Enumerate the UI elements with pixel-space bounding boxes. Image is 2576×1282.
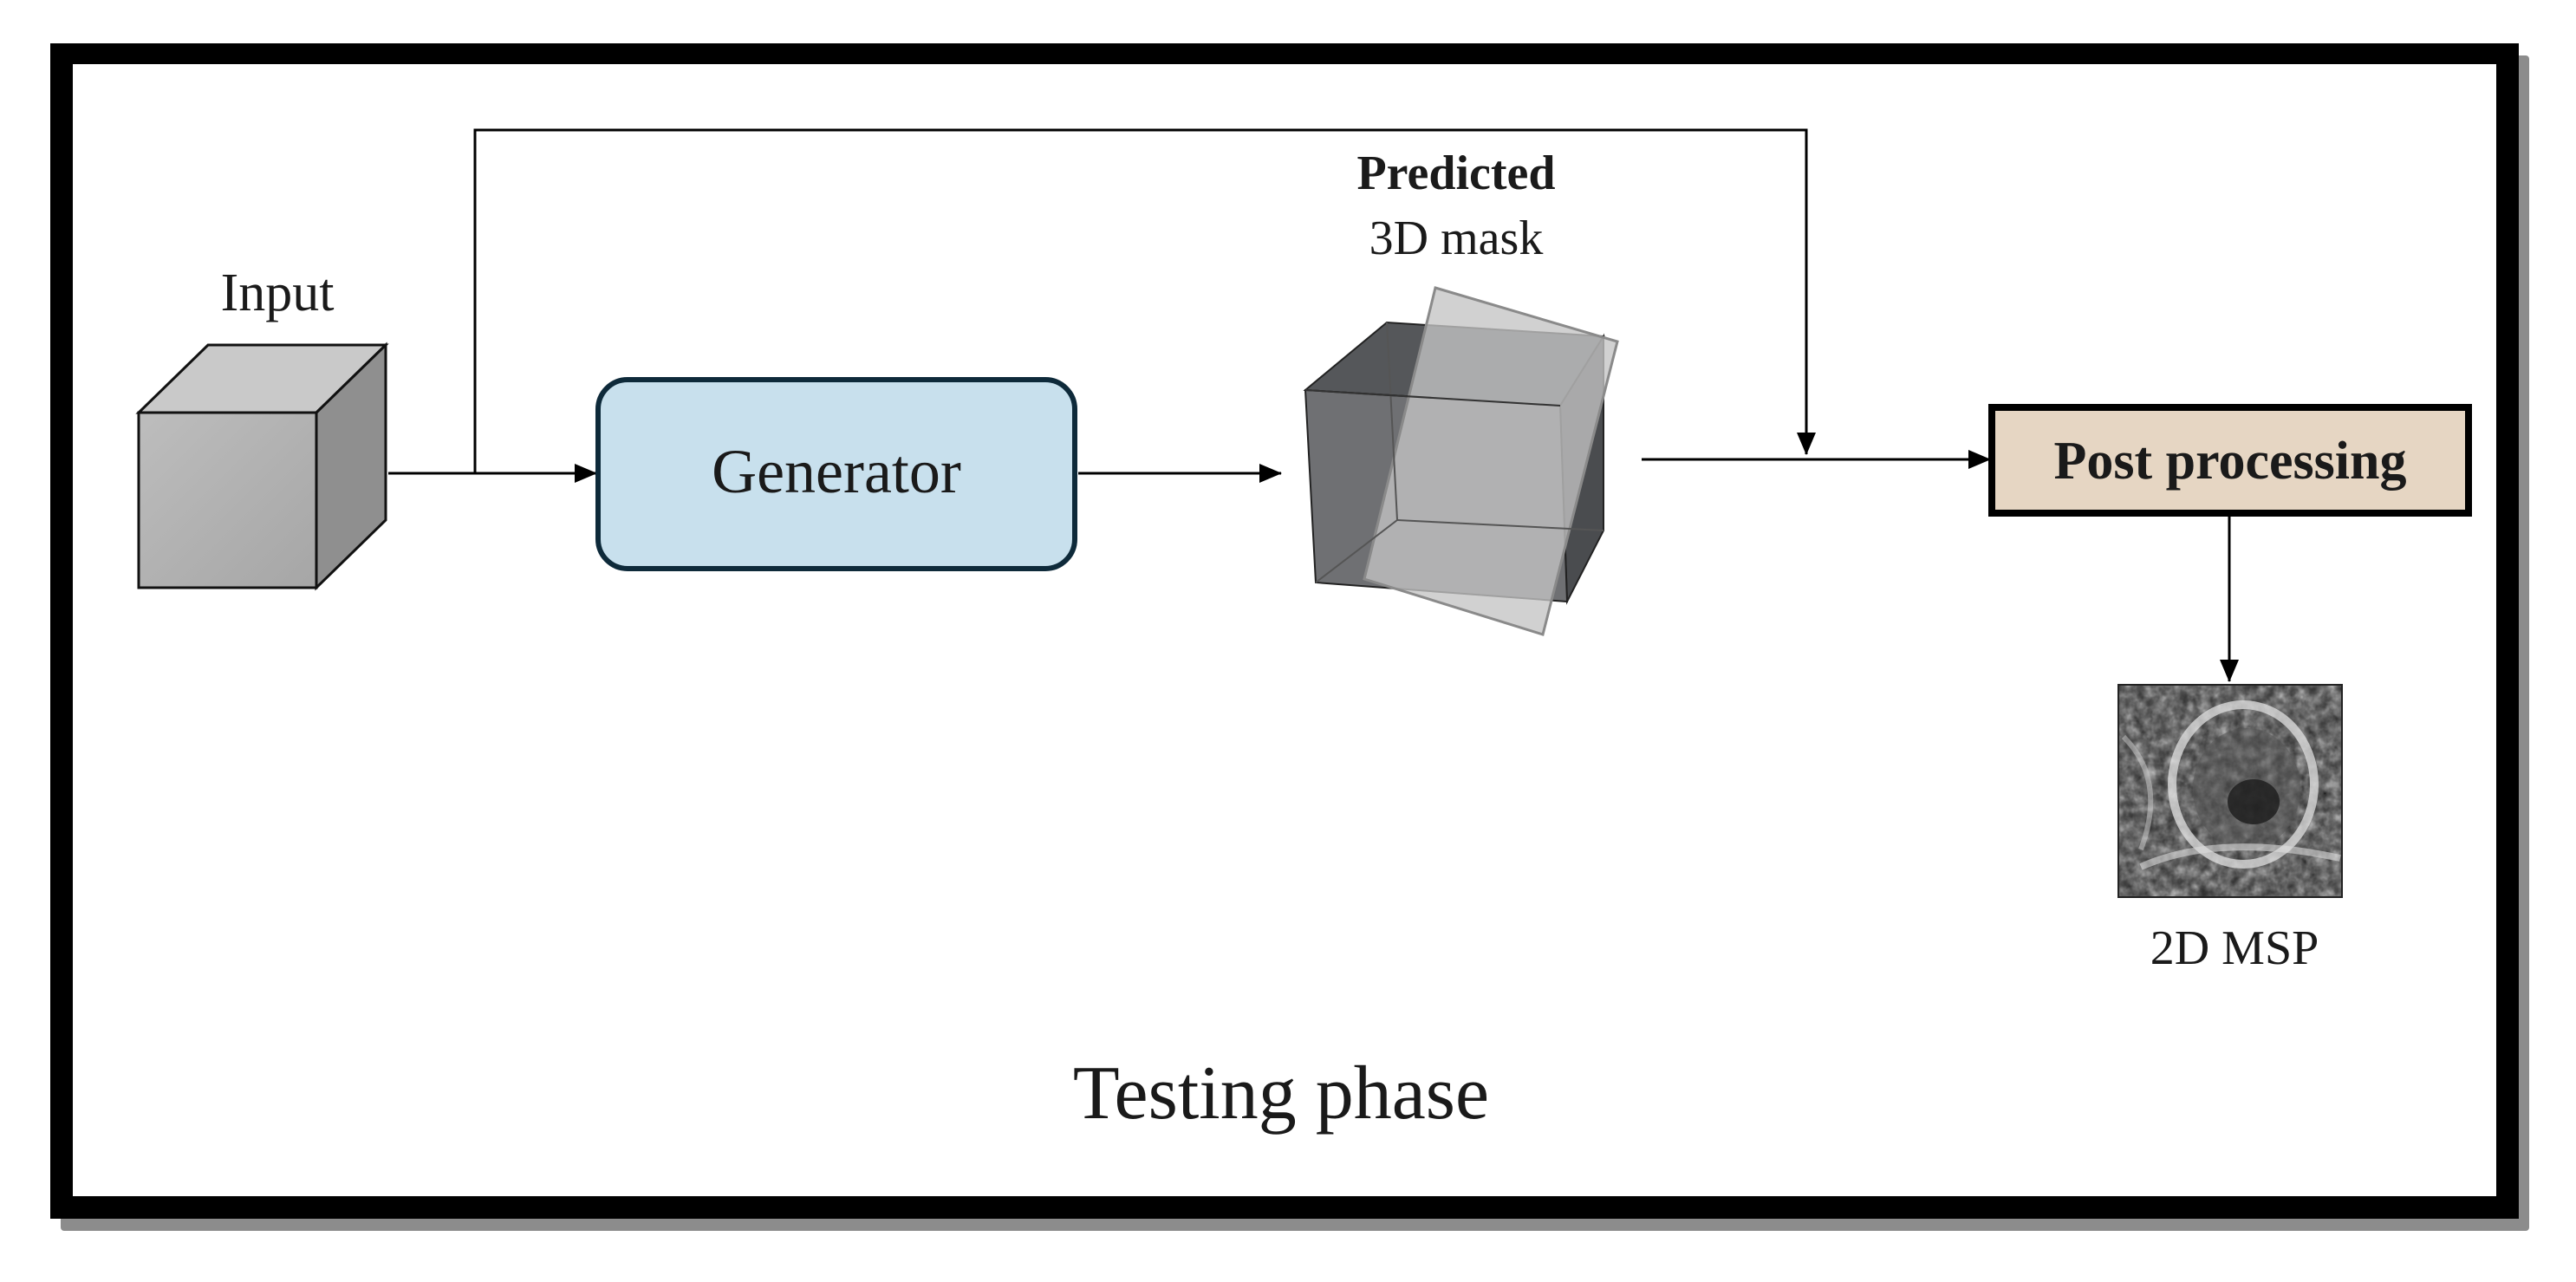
msp-output-image xyxy=(2118,685,2342,897)
diagram-caption: Testing phase xyxy=(1073,1051,1489,1136)
post-processing-box xyxy=(1988,404,2472,517)
post-processing-label: Post processing xyxy=(2053,432,2406,491)
msp-output-label: 2D MSP xyxy=(2150,921,2319,975)
predicted-mask-subtitle: 3D mask xyxy=(1369,211,1544,265)
msp-output-border xyxy=(2117,684,2343,898)
frame-inner xyxy=(73,64,2496,1196)
generator-label: Generator xyxy=(712,437,961,506)
skip-connection-line xyxy=(473,128,1816,473)
connectors xyxy=(388,128,2239,682)
input-label: Input xyxy=(221,264,335,322)
predicted-mask-title: Predicted xyxy=(1356,146,1555,200)
input-cube-icon xyxy=(135,342,389,591)
predicted-mask-cube-icon xyxy=(1303,286,1619,636)
generator-box xyxy=(595,377,1077,571)
